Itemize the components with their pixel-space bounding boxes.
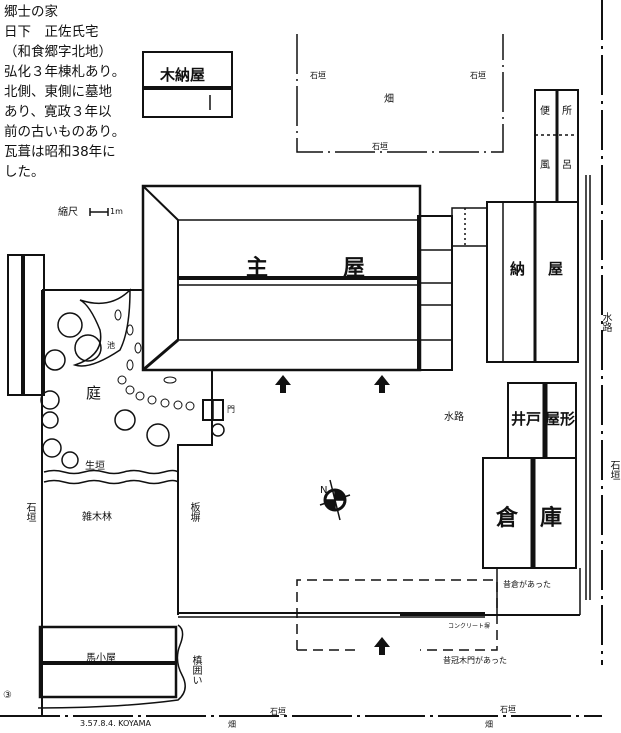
scale-unit: 1m [110,207,123,216]
stone-wall-label: 石垣 [310,71,326,80]
toilet-label: 所 [562,106,572,117]
toilet-label: 便 [540,106,550,117]
old-storehouse-note: 昔倉があった [503,580,551,589]
gate-label: 門 [227,405,235,414]
yakata-label: 屋形 [545,410,576,428]
entry-arrows [275,375,390,655]
wood-barn [142,51,233,118]
old-gate-note: 昔冠木門があった [443,656,507,665]
pond-label: 池 [107,341,115,350]
stone-wall-label: 石垣 [24,502,35,522]
description-notes: 郷士の家 日下 正佐氏宅 （和食郷字北地） 弘化３年棟札あり。 北側、東側に墓地… [4,4,126,180]
pond [72,288,131,367]
north-compass-icon [319,479,351,521]
stable-label: 馬小屋 [86,653,116,664]
storehouse [482,457,577,569]
well-label: 井戸 [511,410,542,428]
stone-wall-label: 石垣 [470,71,486,80]
field-boundary [296,34,504,153]
left-shed [7,254,45,396]
hedge-label: 生垣 [85,461,105,472]
barn [486,201,579,363]
board-fence-label: 板塀 [188,502,199,522]
wood-barn-label: 木納屋 [160,66,206,84]
scale-label: 縮尺 [58,207,78,218]
field-label: 畑 [485,720,493,729]
woods-label: 雑木林 [82,512,112,523]
garden-trees [40,312,170,469]
concrete-wall-note: コンクリート塀 [448,623,491,630]
barn-label: 屋 [548,260,564,278]
stone-wall-label: 石垣 [608,460,619,480]
bath-label: 風 [540,160,550,171]
stone-wall-label: 石垣 [500,705,516,714]
stone-wall-label: 石垣 [270,707,286,716]
waterway-label: 水路 [444,412,464,423]
signature: 3.57.8.4. KOYAMA [80,719,151,728]
bath-label: 呂 [562,160,572,171]
storehouse-label: 庫 [540,506,563,531]
board-fence [177,370,213,615]
waterway-label: 水路 [600,312,611,332]
maki-hedge [37,624,186,709]
field-label: 畑 [384,94,394,105]
main-house [141,184,488,372]
garden-label: 庭 [86,384,102,402]
north-label: N [320,485,328,496]
stone-wall-label: 石垣 [372,142,388,151]
maki-hedge-label: 槙囲い [190,655,201,685]
stepping-stones [114,309,195,411]
storehouse-label: 倉 [496,506,519,531]
main-house-label: 屋 [343,256,366,281]
hedge [43,469,179,475]
main-house-label: 主 [246,256,269,281]
page-mark: ③ [3,690,12,701]
field-label: 畑 [228,720,236,729]
barn-label: 納 [510,260,526,278]
